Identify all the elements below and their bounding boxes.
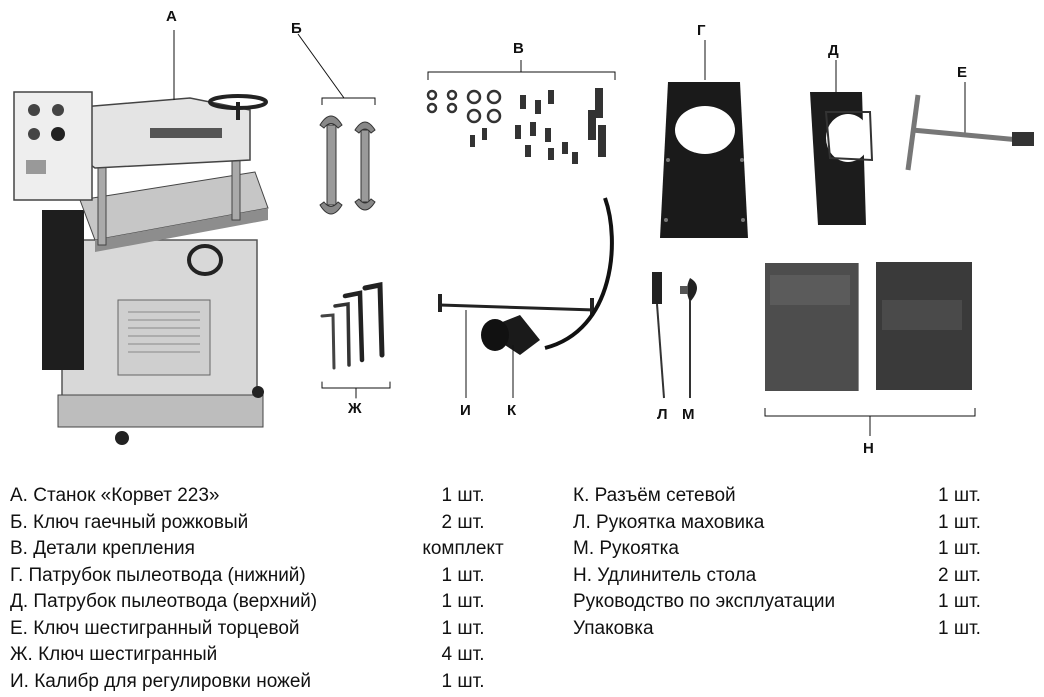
list-item: Е. Ключ шестигранный торцевой 1 шт.	[10, 616, 530, 643]
t-socket-wrench-image	[905, 82, 1034, 171]
list-item: Упаковка 1 шт.	[573, 616, 1033, 643]
part-qty: 1 шт.	[938, 538, 981, 559]
list-item: В. Детали крепления комплект	[10, 536, 530, 563]
part-name: Д. Патрубок пылеотвода (верхний)	[10, 591, 318, 612]
list-item: Д. Патрубок пылеотвода (верхний) 1 шт.	[10, 589, 530, 616]
parts-list-left: А. Станок «Корвет 223» 1 шт. Б. Ключ гаеч…	[10, 483, 530, 695]
part-name: Л. Рукоятка маховика	[573, 511, 765, 533]
part-qty: 1 шт.	[441, 564, 485, 586]
part-name: К. Разъём сетевой	[573, 485, 736, 506]
part-name: В. Детали крепления	[10, 538, 195, 559]
fasteners-image	[426, 60, 616, 164]
list-item: Г. Патрубок пылеотвода (нижний) 1 шт.	[10, 563, 530, 590]
part-name: М. Рукоятка	[573, 538, 679, 559]
hex-keys-image	[320, 281, 391, 399]
part-name: Упаковка	[573, 617, 654, 639]
part-name: Г. Патрубок пылеотвода (нижний)	[10, 564, 306, 586]
part-qty: 1 шт.	[938, 617, 981, 639]
handwheel-handles-image	[652, 272, 697, 399]
list-item: И. Калибр для регулировки ножей 1 шт.	[10, 669, 530, 696]
part-name: Н. Удлинитель стола	[573, 564, 757, 586]
callout-v: В	[513, 40, 524, 57]
callout-d: Д	[828, 42, 839, 59]
callout-zh: Ж	[348, 400, 362, 417]
dust-port-upper-image	[810, 60, 874, 225]
part-qty: 1 шт.	[441, 591, 485, 612]
part-qty: 4 шт.	[441, 644, 485, 665]
callout-b: Б	[291, 20, 302, 37]
parts-figure: А Б В Г Д Е Ж И К Л М Н	[13, 8, 1034, 457]
part-name: Б. Ключ гаечный рожковый	[10, 511, 249, 533]
callout-e: Е	[957, 64, 968, 81]
part-qty: 2 шт.	[441, 511, 485, 533]
list-item: Л. Рукоятка маховика 1 шт.	[573, 510, 1033, 537]
list-item: Руководство по эксплуатации 1 шт.	[573, 589, 1033, 616]
list-item: А. Станок «Корвет 223» 1 шт.	[10, 483, 530, 510]
callout-n: Н	[863, 440, 874, 457]
callout-g: Г	[697, 22, 706, 39]
part-qty: 2 шт.	[938, 564, 981, 586]
callout-m: М	[682, 406, 695, 423]
planer-machine-image	[13, 30, 269, 445]
blade-gauge-and-plug-image	[438, 197, 614, 398]
part-qty: 1 шт.	[938, 511, 981, 533]
table-extensions-image	[764, 262, 976, 436]
part-name: И. Калибр для регулировки ножей	[10, 670, 312, 692]
part-name: Руководство по эксплуатации	[573, 591, 836, 612]
list-item: Ж. Ключ шестигранный 4 шт.	[10, 642, 530, 669]
part-name: А. Станок «Корвет 223»	[10, 485, 220, 506]
list-item: Б. Ключ гаечный рожковый 2 шт.	[10, 510, 530, 537]
list-item: Н. Удлинитель стола 2 шт.	[573, 563, 1033, 590]
part-qty: 1 шт.	[441, 670, 485, 692]
part-qty: 1 шт.	[441, 617, 485, 639]
callout-i: И	[460, 402, 471, 419]
part-name: Ж. Ключ шестигранный	[10, 644, 218, 665]
parts-illustration	[13, 30, 1034, 445]
callout-l: Л	[657, 406, 668, 423]
part-qty: 1 шт.	[441, 485, 485, 506]
spanners-image	[297, 33, 376, 215]
parts-list-right: К. Разъём сетевой 1 шт. Л. Рукоятка махов…	[573, 483, 1033, 642]
dust-port-lower-image	[660, 40, 748, 238]
part-qty: комплект	[422, 538, 504, 559]
callout-k: К	[507, 402, 517, 419]
callout-a: А	[166, 8, 177, 25]
part-qty: 1 шт.	[938, 485, 981, 506]
list-item: К. Разъём сетевой 1 шт.	[573, 483, 1033, 510]
part-name: Е. Ключ шестигранный торцевой	[10, 617, 300, 639]
part-qty: 1 шт.	[938, 591, 981, 612]
list-item: М. Рукоятка 1 шт.	[573, 536, 1033, 563]
